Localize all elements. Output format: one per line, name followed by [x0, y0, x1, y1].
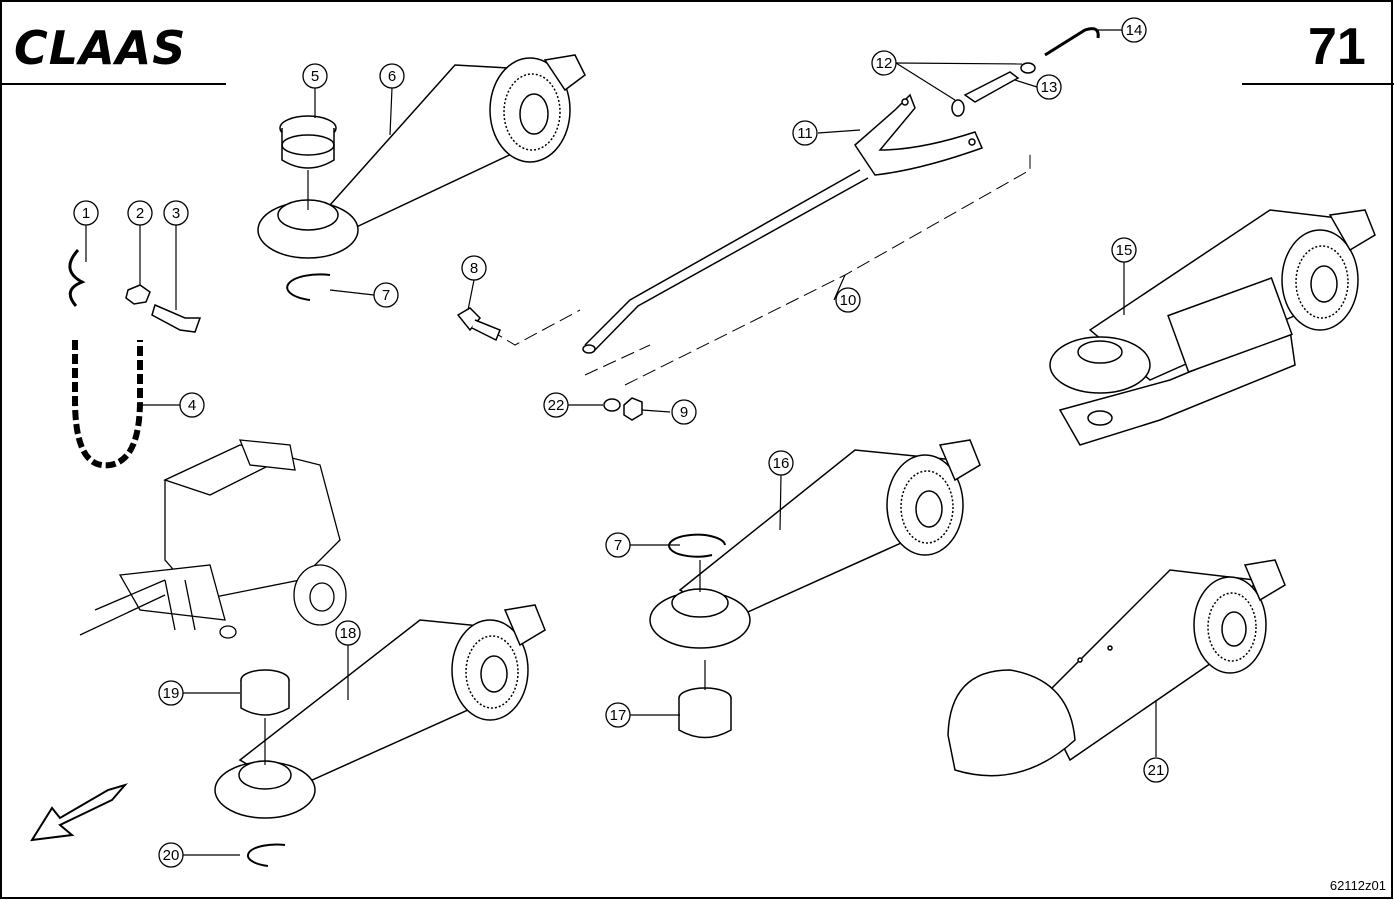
bushing-part-17 — [678, 687, 732, 739]
callout-7b: 7 — [605, 532, 631, 558]
svg-text:11: 11 — [797, 125, 813, 142]
svg-text:9: 9 — [680, 404, 688, 421]
callout-9: 9 — [671, 399, 697, 425]
callout-12: 12 — [871, 50, 897, 76]
ring-part-12a — [951, 99, 965, 117]
svg-text:14: 14 — [1126, 22, 1143, 39]
arm-part-15 — [1049, 209, 1376, 446]
nut-part-9 — [623, 397, 643, 421]
bushing-part-5 — [279, 115, 337, 169]
svg-text:19: 19 — [163, 685, 180, 702]
page-number: 71 — [1308, 18, 1366, 76]
callout-10: 10 — [835, 287, 861, 313]
baler-machine-illustration — [79, 439, 347, 639]
svg-text:7: 7 — [382, 287, 390, 304]
brand-logo: CLAAS — [14, 21, 186, 75]
pin-part-14 — [1044, 27, 1100, 57]
callout-15: 15 — [1111, 237, 1137, 263]
callout-5: 5 — [302, 63, 328, 89]
arm-part-18 — [214, 604, 546, 819]
hook-part-1 — [68, 248, 86, 307]
bushing-part-19 — [240, 669, 290, 716]
direction-arrow-icon — [30, 783, 128, 842]
svg-text:21: 21 — [1148, 762, 1165, 779]
svg-text:15: 15 — [1116, 242, 1133, 259]
rod-part-10 — [582, 169, 869, 354]
callout-3: 3 — [163, 200, 189, 226]
svg-text:2: 2 — [136, 205, 144, 222]
svg-text:12: 12 — [876, 55, 893, 72]
circlip-part-7 — [286, 273, 331, 301]
washer-part-22 — [603, 398, 621, 412]
svg-text:8: 8 — [470, 260, 478, 277]
bracket-part-11 — [854, 93, 984, 176]
svg-text:1: 1 — [82, 205, 90, 222]
ring-part-12b — [1020, 62, 1036, 74]
screw-part-8 — [456, 307, 501, 342]
callout-leaders — [85, 29, 1157, 856]
svg-text:13: 13 — [1041, 79, 1058, 96]
arm-part-16 — [649, 439, 981, 649]
chain-link-part-13 — [963, 71, 1020, 103]
arm-part-21 — [947, 559, 1286, 777]
callout-4: 4 — [179, 392, 205, 418]
drawing-code: 62112z01 — [1330, 878, 1386, 893]
circlip-part-7b — [668, 533, 726, 558]
chain-part-4 — [72, 340, 143, 469]
svg-text:6: 6 — [388, 68, 396, 85]
callout-8: 8 — [461, 255, 487, 281]
callout-22: 22 — [543, 392, 569, 418]
callout-18: 18 — [335, 620, 361, 646]
svg-text:17: 17 — [610, 707, 627, 724]
callout-20: 20 — [158, 842, 184, 868]
bolt-part-3 — [151, 303, 202, 333]
callout-6: 6 — [379, 63, 405, 89]
svg-text:20: 20 — [163, 847, 180, 864]
callout-11: 11 — [792, 120, 818, 146]
callout-7: 7 — [373, 282, 399, 308]
arm-part-6 — [257, 54, 586, 259]
callout-13: 13 — [1036, 74, 1062, 100]
svg-text:10: 10 — [840, 292, 857, 309]
callout-2: 2 — [127, 200, 153, 226]
circlip-part-20 — [246, 843, 286, 867]
svg-text:16: 16 — [773, 455, 790, 472]
callout-19: 19 — [158, 680, 184, 706]
svg-text:7: 7 — [614, 537, 622, 554]
callout-21: 21 — [1143, 757, 1169, 783]
callout-17: 17 — [605, 702, 631, 728]
callout-14: 14 — [1121, 17, 1147, 43]
svg-text:22: 22 — [548, 397, 565, 414]
svg-text:3: 3 — [172, 205, 180, 222]
callout-1: 1 — [73, 200, 99, 226]
callout-16: 16 — [768, 450, 794, 476]
svg-text:5: 5 — [311, 68, 319, 85]
svg-text:4: 4 — [188, 397, 196, 414]
svg-text:18: 18 — [340, 625, 357, 642]
